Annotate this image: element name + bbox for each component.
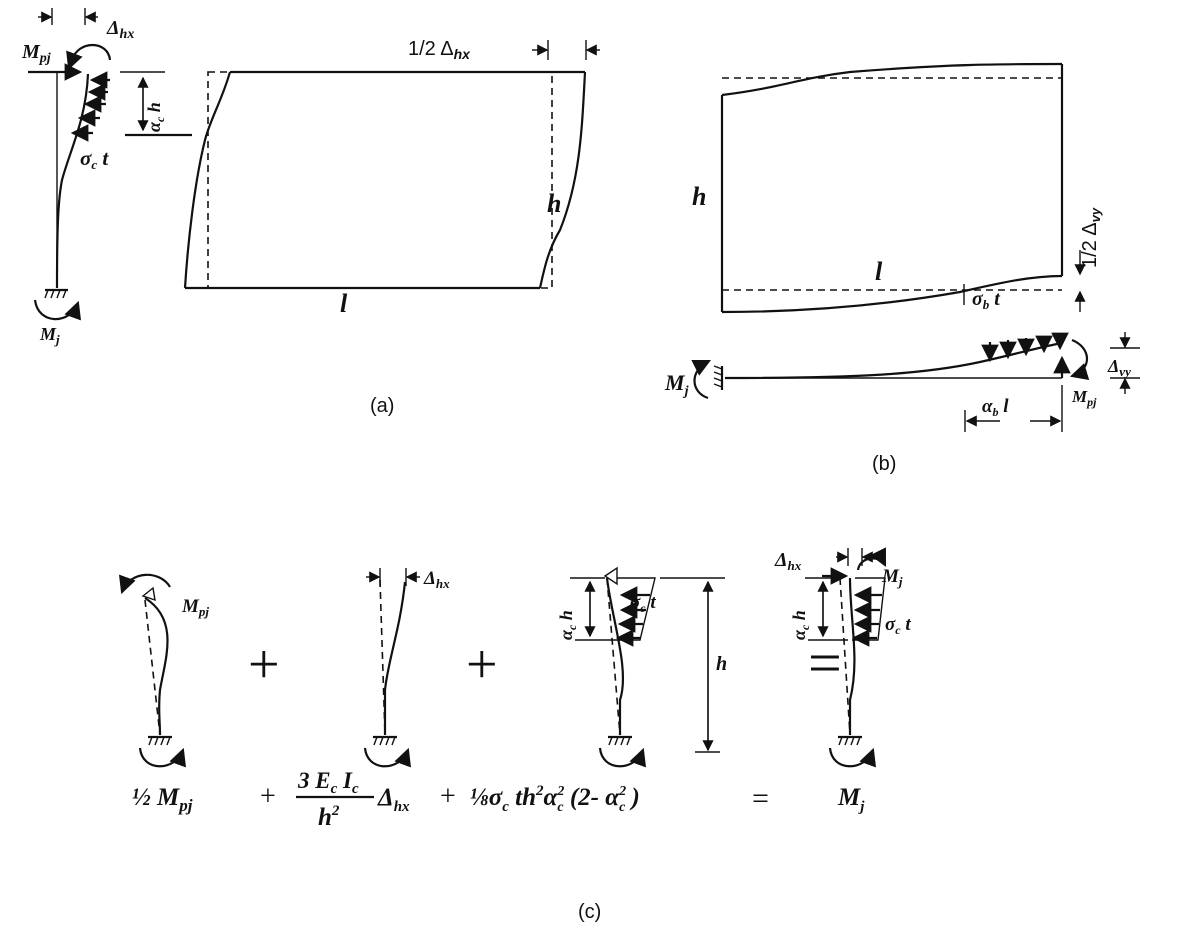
distributed-load-arrows	[615, 586, 650, 647]
label-mj-c4: Mj	[881, 566, 903, 589]
panel-a: Mpj Δhx σc t Mj αc h 1/2 Δhx h l (a)	[21, 8, 600, 417]
fixed-support-icon	[838, 735, 862, 746]
column-a	[28, 8, 112, 321]
label-mj-b: Mj	[664, 370, 689, 399]
distributed-load-arrows	[981, 332, 1069, 363]
eq-frac-numerator: 3 Ec Ic	[297, 768, 359, 797]
wall-panel-a	[120, 40, 600, 290]
equals-sign: =	[808, 630, 842, 696]
label-h: h	[547, 189, 561, 218]
moment-arc-icon	[70, 44, 112, 61]
label-h-c: h	[716, 653, 727, 675]
eq-term-half-mpj: ½ Mpj	[132, 784, 193, 815]
label-dhx: Δhx	[106, 17, 134, 42]
label-l: l	[340, 289, 348, 318]
label-mpj: Mpj	[21, 41, 51, 66]
fixed-support-icon	[608, 735, 632, 746]
fixed-support-icon	[44, 288, 68, 299]
column-c3	[570, 566, 725, 768]
eq-plus-2: +	[440, 781, 456, 812]
label-alpha-b-l: αb l	[982, 396, 1009, 419]
eq-rhs-mj: Mj	[837, 784, 865, 815]
panel-c: Mpj + Δhx +	[119, 547, 911, 923]
caption-a: (a)	[370, 395, 394, 417]
wall-panel-b	[720, 62, 1064, 314]
column-c1	[119, 573, 186, 768]
eq-frac-denominator: h2	[318, 803, 340, 831]
label-dhx-c: Δhx	[423, 568, 450, 591]
label-half-dvy: 1/2 Δvy	[1079, 207, 1103, 268]
base-moment-icon	[33, 299, 81, 321]
label-sigma-c-t-c4: σc t	[885, 614, 911, 637]
label-mpj-b: Mpj	[1071, 387, 1097, 409]
eq-term-dhx: Δhx	[377, 784, 410, 815]
label-dhx-c4: Δhx	[774, 549, 802, 573]
column-c4	[805, 547, 886, 768]
fixed-support-icon	[373, 735, 397, 746]
fixed-support-icon	[148, 735, 172, 746]
caption-c: (c)	[578, 901, 601, 923]
distributed-load-arrows	[70, 71, 110, 142]
label-alpha-c-h-c: αc h	[556, 610, 579, 640]
label-sigma-c-t: σc t	[80, 146, 109, 172]
label-h-b: h	[692, 182, 706, 211]
moment-arc-icon	[693, 360, 709, 400]
label-half-dhx: 1/2 Δhx	[408, 38, 471, 62]
distributed-load-arrows	[851, 586, 882, 647]
label-alpha-c-h-c4: αc h	[789, 610, 812, 640]
label-l-b: l	[875, 257, 883, 286]
label-dvy: Δvy	[1107, 356, 1131, 379]
column-c2	[363, 568, 420, 768]
plus-sign-1: +	[248, 634, 280, 696]
beam-b	[691, 332, 1140, 432]
label-sigma-c-t-c: σc t	[630, 592, 656, 615]
caption-b: (b)	[872, 453, 896, 475]
eq-equals: =	[752, 782, 769, 815]
fixed-support-icon	[713, 365, 724, 390]
panel-b: h l σb t 1/2 Δvy	[664, 62, 1140, 475]
eq-plus-1: +	[260, 781, 276, 812]
label-alpha-c-h: αc h	[144, 102, 167, 132]
plus-sign-2: +	[466, 634, 498, 696]
label-mpj-c: Mpj	[181, 596, 209, 619]
label-sigma-b-t: σb t	[972, 288, 1001, 312]
label-mj: Mj	[39, 324, 60, 347]
